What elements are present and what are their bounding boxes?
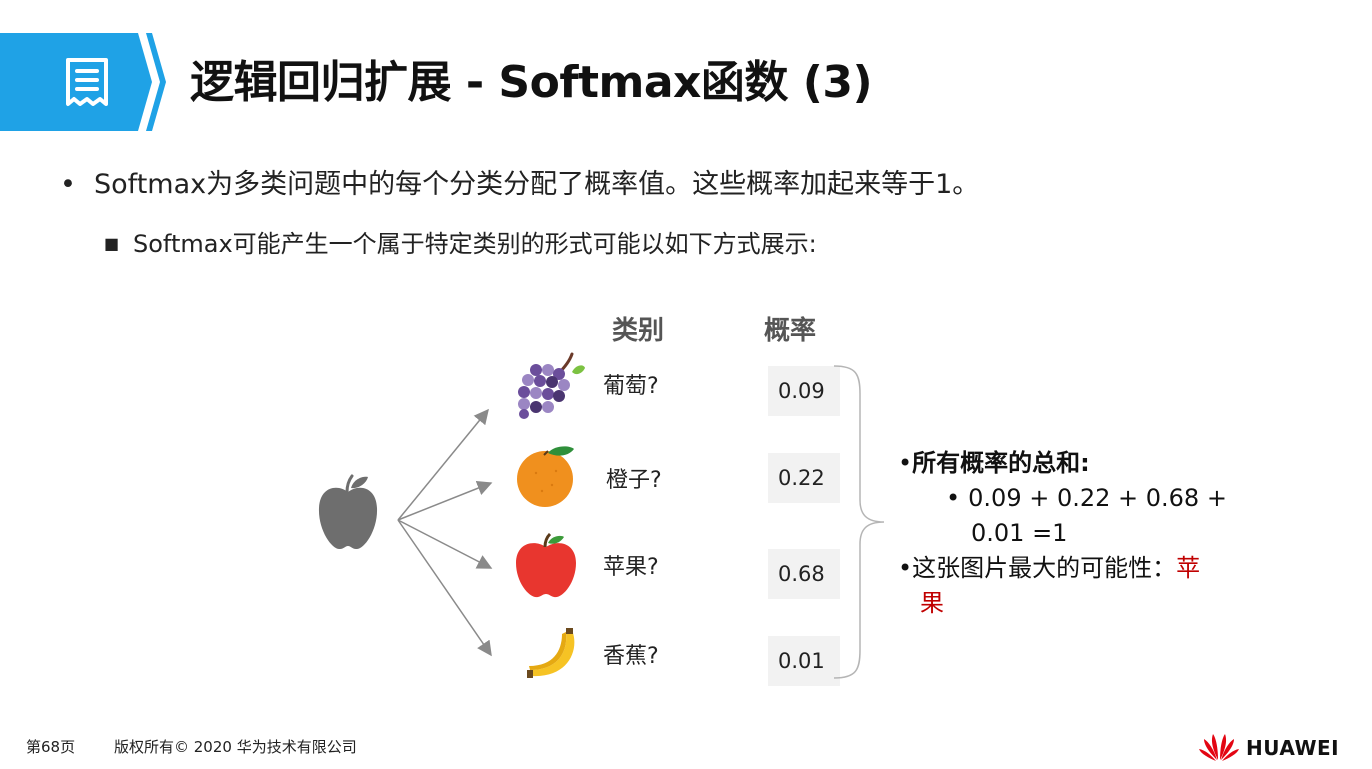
- summary-heading: 所有概率的总和:: [912, 449, 1090, 477]
- category-label-grapes: 葡萄?: [603, 374, 659, 399]
- max-likelihood-answer-cont: 果: [920, 589, 944, 617]
- probability-value: 0.22: [768, 453, 840, 503]
- probability-value: 0.01: [768, 636, 840, 686]
- max-likelihood-answer: 苹: [1176, 554, 1201, 582]
- branch-arrows: [397, 408, 493, 657]
- bullet-level2-text: Softmax可能产生一个属于特定类别的形式可能以如下方式展示:: [133, 230, 817, 258]
- huawei-logo-icon: [1199, 734, 1239, 761]
- probability-summary: •所有概率的总和: •0.09 + 0.22 + 0.68 + 0.01 =1 …: [898, 446, 1278, 621]
- probability-header: 概率: [764, 316, 817, 346]
- gray-apple-icon: [318, 474, 378, 550]
- document-list-icon: [66, 58, 108, 106]
- copyright: 版权所有© 2020 华为技术有限公司: [114, 738, 357, 756]
- max-likelihood-row: •这张图片最大的可能性：苹: [898, 551, 1278, 586]
- probability-value: 0.09: [768, 366, 840, 416]
- summary-heading-row: •所有概率的总和:: [898, 446, 1278, 481]
- apple-icon: [516, 533, 576, 598]
- category-label-banana: 香蕉?: [603, 644, 659, 669]
- bullet-dot: •: [946, 484, 961, 512]
- brand-name: HUAWEI: [1246, 736, 1340, 760]
- title-accent-tab: [0, 33, 166, 131]
- grapes-icon: [518, 352, 585, 419]
- sum-expression-row: •0.09 + 0.22 + 0.68 +: [898, 481, 1278, 516]
- bullet-dot: •: [60, 169, 76, 200]
- bullet-level1: • Softmax为多类问题中的每个分类分配了概率值。这些概率加起来等于1。: [60, 162, 979, 201]
- grouping-brace: [833, 365, 885, 679]
- bullet-level2: ■ Softmax可能产生一个属于特定类别的形式可能以如下方式展示:: [104, 224, 817, 259]
- bullet-level1-text: Softmax为多类问题中的每个分类分配了概率值。这些概率加起来等于1。: [94, 169, 980, 200]
- bullet-dot: •: [898, 449, 913, 477]
- bullet-square: ■: [104, 234, 120, 253]
- probability-value: 0.68: [768, 549, 840, 599]
- page-number: 第68页: [26, 738, 76, 756]
- category-label-orange: 橙子?: [606, 468, 662, 493]
- sum-line1: 0.09 + 0.22 + 0.68 +: [968, 484, 1227, 512]
- banana-icon: [527, 628, 575, 678]
- bullet-dot: •: [898, 554, 913, 582]
- category-label-apple: 苹果?: [603, 555, 659, 580]
- max-likelihood-prefix: 这张图片最大的可能性：: [912, 554, 1177, 582]
- page-title: 逻辑回归扩展 - Softmax函数 (3): [190, 57, 873, 108]
- sum-line2: 0.01 =1: [971, 519, 1068, 547]
- orange-icon: [517, 446, 574, 507]
- category-header: 类别: [612, 316, 665, 346]
